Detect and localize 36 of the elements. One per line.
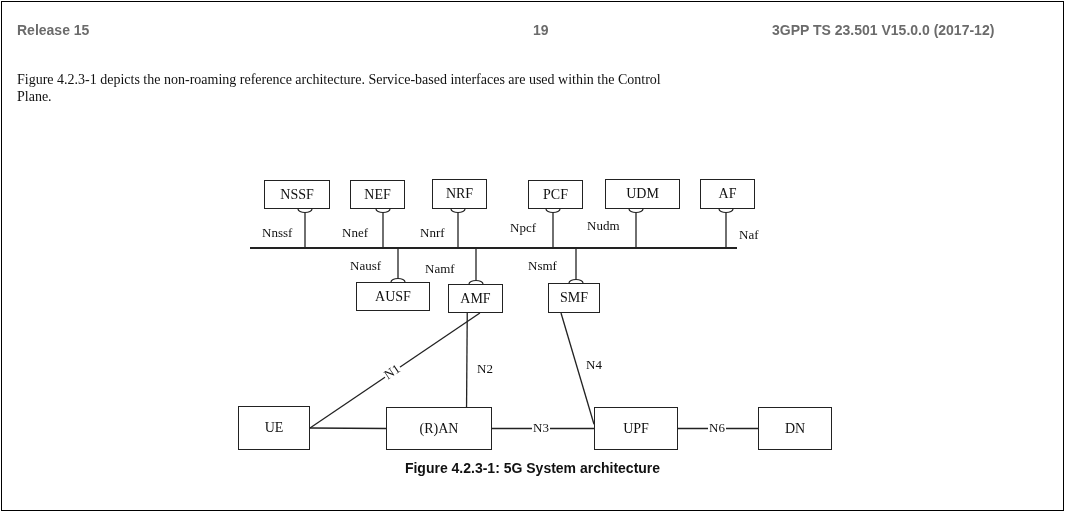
network-function-box: AF	[700, 179, 755, 209]
network-function-box: NSSF	[264, 180, 330, 209]
interface-label: Nnef	[342, 226, 368, 239]
network-function-box: AMF	[448, 284, 503, 313]
interface-label: Nudm	[587, 219, 620, 232]
interface-label: Nnssf	[262, 226, 293, 239]
interface-label: N6	[708, 421, 726, 434]
body-paragraph: Figure 4.2.3-1 depicts the non-roaming reference architecture. Service-based interfaces are used within the Control Plane.	[17, 71, 662, 105]
figure-caption: Figure 4.2.3-1: 5G System architecture	[404, 460, 661, 476]
interface-label: N2	[477, 362, 493, 375]
interface-label: Naf	[739, 228, 759, 241]
release-header: Release 15	[17, 22, 90, 38]
interface-label: N3	[532, 421, 550, 434]
network-function-box: UPF	[594, 407, 678, 450]
network-function-box: AUSF	[356, 282, 430, 311]
service-bus-line	[250, 247, 737, 249]
network-function-box: PCF	[528, 180, 583, 209]
interface-label: Namf	[425, 262, 455, 275]
interface-label: Nnrf	[420, 226, 445, 239]
network-function-box: UDM	[605, 179, 680, 209]
interface-line	[465, 312, 468, 408]
network-function-box: DN	[758, 407, 832, 450]
interface-line	[309, 427, 387, 430]
network-function-box: NRF	[432, 179, 487, 209]
interface-label: Npcf	[510, 221, 536, 234]
network-function-box: (R)AN	[386, 407, 492, 450]
interface-line	[309, 312, 481, 429]
interface-line	[560, 312, 595, 425]
network-function-box: UE	[238, 406, 310, 450]
interface-label: Nsmf	[528, 259, 557, 272]
network-function-box: SMF	[548, 283, 600, 313]
page-number: 19	[533, 22, 549, 38]
network-function-box: NEF	[350, 180, 405, 209]
interface-label: N4	[586, 358, 602, 371]
spec-header: 3GPP TS 23.501 V15.0.0 (2017-12)	[772, 22, 995, 38]
interface-label: Nausf	[350, 259, 382, 272]
